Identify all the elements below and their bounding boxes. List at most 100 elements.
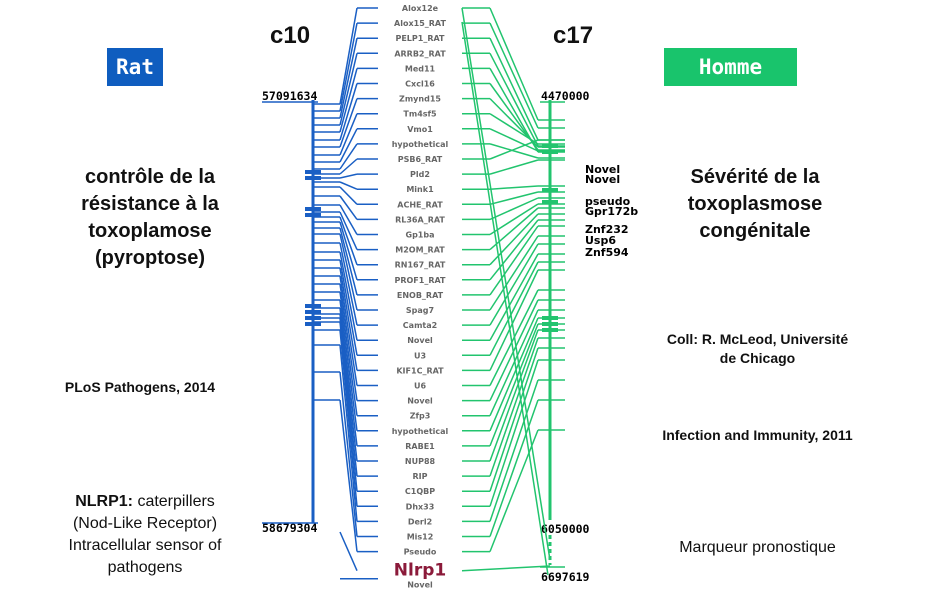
gene-label: Pseudo (404, 548, 437, 557)
rat-connection-lines (313, 7, 378, 580)
rat-connection-line (339, 186, 358, 205)
rat-connection-line (339, 371, 358, 537)
human-journal: Infection and Immunity, 2011 (662, 427, 853, 443)
rat-connection-line (339, 128, 358, 163)
rat-connection-line (339, 216, 358, 265)
human-connection-line (489, 253, 539, 341)
gene-labels: Alox12eAlox15_RATPELP1_RATARRB2_RATMed11… (392, 4, 449, 590)
gene-label: KIF1C_RAT (396, 366, 444, 375)
rat-connection-line (339, 531, 358, 572)
human-chromosome-label: c17 (553, 22, 594, 49)
human-connection-line (489, 323, 539, 447)
human-axis-block (542, 200, 558, 204)
gene-label: U6 (414, 382, 426, 391)
human-connection-line (489, 347, 539, 492)
nlrp1-highlight: Nlrp1 (394, 561, 446, 581)
human-connection-line (489, 37, 539, 141)
human-connection-line (489, 207, 539, 251)
human-collaboration: Coll: R. McLeod, Université de Chicago (625, 330, 890, 368)
human-connection-line (489, 143, 539, 159)
human-connection-line (489, 185, 539, 190)
human-connection-line (489, 225, 539, 296)
rat-connection-line (339, 113, 358, 156)
gene-label: RIP (413, 472, 428, 481)
human-gene-label: Usp6 (585, 234, 617, 247)
human-heading-line: congénitale (699, 220, 811, 242)
nlrp1-desc-3: Intracellular sensor of (68, 537, 222, 554)
human-connection-line (489, 191, 539, 206)
rat-heading: contrôle de la résistance à la toxoplamo… (40, 164, 260, 272)
human-connection-line (489, 159, 539, 175)
human-heading: Sévérité de la toxoplasmose congénitale (645, 164, 865, 245)
rat-connection-line (339, 259, 358, 356)
human-connection-line (489, 269, 539, 371)
rat-connection-line (339, 283, 358, 401)
human-connection-line (489, 113, 539, 145)
rat-connection-line (339, 158, 358, 175)
human-connection-line (489, 359, 539, 507)
gene-label: hypothetical (392, 140, 449, 149)
gene-label: Zfp3 (410, 412, 431, 421)
rat-connection-line (339, 227, 358, 296)
rat-connection-line (339, 399, 358, 552)
gene-label: Med11 (405, 64, 436, 73)
rat-axis-block (305, 316, 321, 320)
nlrp1-term: NLRP1: (75, 493, 133, 510)
human-long-line (461, 21, 549, 576)
human-gene-label: pseudo (585, 195, 631, 208)
gene-label: Alox15_RAT (394, 19, 446, 28)
gene-label: Pld2 (410, 170, 430, 179)
human-axis-block (542, 322, 558, 326)
human-coord-bottom: 6697619 (541, 570, 590, 584)
rat-coord-top: 57091634 (262, 89, 318, 103)
human-gene-label: Znf594 (585, 246, 629, 259)
gene-label: PELP1_RAT (395, 34, 445, 43)
human-connection-line (489, 243, 539, 326)
human-connection-line (489, 7, 539, 121)
gene-label: M2OM_RAT (395, 246, 445, 255)
rat-axis-block (305, 207, 321, 211)
human-gene-label: Novel (585, 173, 621, 186)
gene-label: Novel (407, 581, 433, 590)
human-connection-line (489, 235, 539, 311)
human-heading-line: toxoplasmose (687, 193, 823, 215)
human-gene-label: Gpr172b (585, 205, 639, 218)
gene-label: RN167_RAT (395, 261, 446, 270)
rat-axis-block (305, 176, 321, 180)
human-connection-line (489, 22, 539, 129)
rat-connection-line (339, 233, 358, 311)
rat-connection-line (339, 242, 358, 326)
rat-axis-block (305, 213, 321, 217)
rat-connection-line (339, 173, 358, 179)
rat-connection-line (339, 38, 358, 119)
rat-connection-line (339, 307, 358, 446)
rat-axis-block (305, 170, 321, 174)
gene-label: NUP88 (405, 457, 436, 466)
nlrp1-desc-4: pathogens (107, 559, 183, 576)
rat-connection-line (339, 321, 358, 492)
human-axis-block (542, 188, 558, 192)
human-gene-label: Novel (585, 163, 621, 176)
rat-connection-line (339, 291, 358, 416)
gene-label: Tm4sf5 (403, 110, 437, 119)
human-heading-line: Sévérité de la (690, 166, 820, 188)
gene-label: PSB6_RAT (398, 155, 443, 164)
human-connection-line (489, 317, 539, 432)
human-axis-block (542, 150, 558, 154)
rat-connection-line (339, 143, 358, 170)
nlrp1-description: NLRP1: caterpillers (Nod-Like Receptor) … (30, 491, 260, 579)
human-axis-block (542, 328, 558, 332)
rat-heading-line: toxoplamose (88, 220, 212, 242)
gene-label: Vmo1 (407, 125, 433, 134)
rat-chromosome-axis (262, 100, 321, 524)
gene-label: RL36A_RAT (395, 215, 445, 224)
human-coord-top: 4470000 (541, 89, 590, 103)
gene-label: Gp1ba (406, 231, 435, 240)
rat-connection-line (339, 251, 358, 341)
gene-label: Novel (407, 397, 433, 406)
gene-label: Dhx33 (406, 502, 435, 511)
rat-connection-line (339, 299, 358, 431)
human-connection-line (489, 299, 539, 401)
human-connection-line (489, 197, 539, 221)
human-connection-line (489, 429, 539, 552)
